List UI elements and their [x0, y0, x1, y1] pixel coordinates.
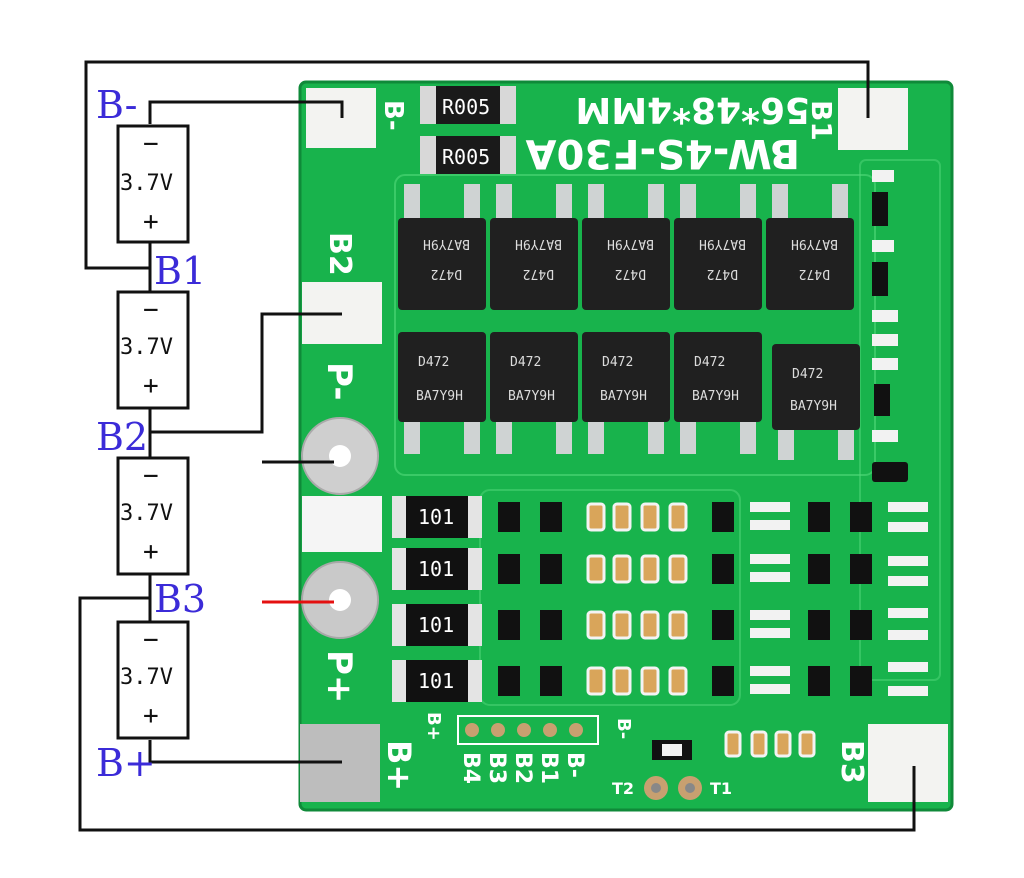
- svg-text:BA7Y9H: BA7Y9H: [791, 236, 838, 251]
- svg-text:R005: R005: [442, 145, 490, 169]
- node-label-b-plus: B+: [96, 741, 156, 785]
- svg-text:3.7V: 3.7V: [120, 335, 173, 360]
- svg-text:−: −: [143, 129, 159, 159]
- silk-b2: B2: [322, 232, 357, 276]
- svg-text:B1: B1: [536, 752, 561, 784]
- mosfet-row-bottom: D472 BA7Y9H D472 BA7Y9H D472 BA7Y9H D472…: [398, 332, 860, 460]
- mosfet-chip: D472 BA7Y9H: [398, 332, 486, 454]
- svg-text:D472: D472: [615, 266, 646, 281]
- svg-text:D472: D472: [431, 266, 462, 281]
- svg-text:T2: T2: [612, 779, 634, 798]
- thermistor-pads: T2 T1: [612, 740, 732, 800]
- pad-p-minus-area: [302, 496, 382, 552]
- battery-cell-1: − 3.7V +: [116, 124, 190, 244]
- svg-text:+: +: [143, 701, 159, 731]
- svg-text:−: −: [143, 625, 159, 655]
- svg-text:3.7V: 3.7V: [120, 665, 173, 690]
- silk-b-minus: B-: [378, 100, 408, 131]
- mosfet-chip: D472 BA7Y9H: [674, 332, 762, 454]
- pad-b3: [868, 724, 948, 802]
- pcb-board: B- B1 B2 P- P+ B+ B3 56*48*4MM BW-4S-F30…: [298, 80, 954, 812]
- smd-column-right: [872, 170, 908, 482]
- svg-text:B4: B4: [458, 752, 483, 784]
- mosfet-chip: BA7Y9H D472: [674, 184, 762, 310]
- mosfet-row-top: BA7Y9H D472 BA7Y9H D472 BA7Y9H D472 BA7Y…: [398, 184, 854, 310]
- wire-b-minus: [148, 100, 344, 124]
- svg-text:101: 101: [418, 613, 454, 637]
- node-label-b3: B3: [154, 577, 206, 621]
- node-label-b1: B1: [154, 249, 206, 293]
- svg-text:101: 101: [418, 669, 454, 693]
- silk-b1: B1: [805, 100, 838, 141]
- svg-text:R005: R005: [442, 95, 490, 119]
- svg-text:B+: B+: [423, 712, 444, 741]
- svg-text:B3: B3: [484, 752, 509, 784]
- board-title: BW-4S-F30A: [526, 130, 800, 176]
- battery-cell-4: − 3.7V +: [116, 620, 190, 740]
- balance-resistors: 101 101 101 101: [392, 496, 482, 702]
- wire-b1-loop: [84, 60, 870, 270]
- node-label-b-minus: B-: [96, 83, 137, 127]
- svg-text:101: 101: [418, 557, 454, 581]
- svg-text:BA7Y9H: BA7Y9H: [508, 389, 555, 404]
- svg-text:BA7Y9H: BA7Y9H: [790, 399, 837, 414]
- svg-text:D472: D472: [799, 266, 830, 281]
- wire-b3: [78, 596, 916, 832]
- svg-text:D472: D472: [602, 355, 633, 370]
- svg-text:B2: B2: [510, 752, 535, 784]
- mosfet-chip: BA7Y9H D472: [398, 184, 486, 310]
- mosfet-chip: BA7Y9H D472: [490, 184, 578, 310]
- svg-text:B-: B-: [613, 718, 634, 739]
- svg-text:D472: D472: [694, 355, 725, 370]
- svg-text:101: 101: [418, 505, 454, 529]
- silk-b3: B3: [834, 740, 869, 784]
- mosfet-chip: D472 BA7Y9H: [490, 332, 578, 454]
- svg-text:BA7Y9H: BA7Y9H: [515, 236, 562, 251]
- mosfet-chip: BA7Y9H D472: [582, 184, 670, 310]
- wire-b-plus: [148, 740, 342, 764]
- svg-text:BA7Y9H: BA7Y9H: [600, 389, 647, 404]
- battery-cell-3: − 3.7V +: [116, 456, 190, 576]
- svg-text:−: −: [143, 295, 159, 325]
- svg-text:D472: D472: [418, 355, 449, 370]
- svg-text:BA7Y9H: BA7Y9H: [423, 236, 470, 251]
- svg-text:+: +: [143, 537, 159, 567]
- mosfet-chip: D472 BA7Y9H: [772, 344, 860, 460]
- silk-b-plus: B+: [380, 740, 418, 791]
- svg-text:D472: D472: [792, 367, 823, 382]
- svg-text:−: −: [143, 461, 159, 491]
- silk-p-plus: P+: [319, 650, 359, 703]
- battery-cell-2: − 3.7V +: [116, 290, 190, 410]
- svg-text:BA7Y9H: BA7Y9H: [416, 389, 463, 404]
- balance-header: B4 B3 B2 B1 B- B+ B-: [423, 712, 634, 784]
- svg-text:BA7Y9H: BA7Y9H: [692, 389, 739, 404]
- svg-text:BA7Y9H: BA7Y9H: [699, 236, 746, 251]
- capacitor-array: [586, 502, 816, 758]
- svg-text:B-: B-: [562, 752, 587, 778]
- board-size-marking: 56*48*4MM: [575, 89, 810, 130]
- svg-text:3.7V: 3.7V: [120, 171, 173, 196]
- resistor-array-right: [750, 502, 928, 696]
- svg-text:D472: D472: [510, 355, 541, 370]
- svg-text:D472: D472: [707, 266, 738, 281]
- shunt-resistors: R005 R005: [420, 86, 516, 174]
- wiring: [78, 60, 916, 832]
- svg-text:+: +: [143, 207, 159, 237]
- svg-text:BA7Y9H: BA7Y9H: [607, 236, 654, 251]
- node-label-b2: B2: [96, 415, 148, 459]
- balance-channel-parts: [498, 502, 872, 696]
- svg-text:+: +: [143, 371, 159, 401]
- mosfet-chip: BA7Y9H D472: [766, 184, 854, 310]
- svg-text:D472: D472: [523, 266, 554, 281]
- mosfet-chip: D472 BA7Y9H: [582, 332, 670, 454]
- svg-text:T1: T1: [710, 779, 732, 798]
- svg-text:3.7V: 3.7V: [120, 501, 173, 526]
- silk-p-minus: P-: [319, 362, 359, 400]
- pad-b1: [838, 88, 908, 150]
